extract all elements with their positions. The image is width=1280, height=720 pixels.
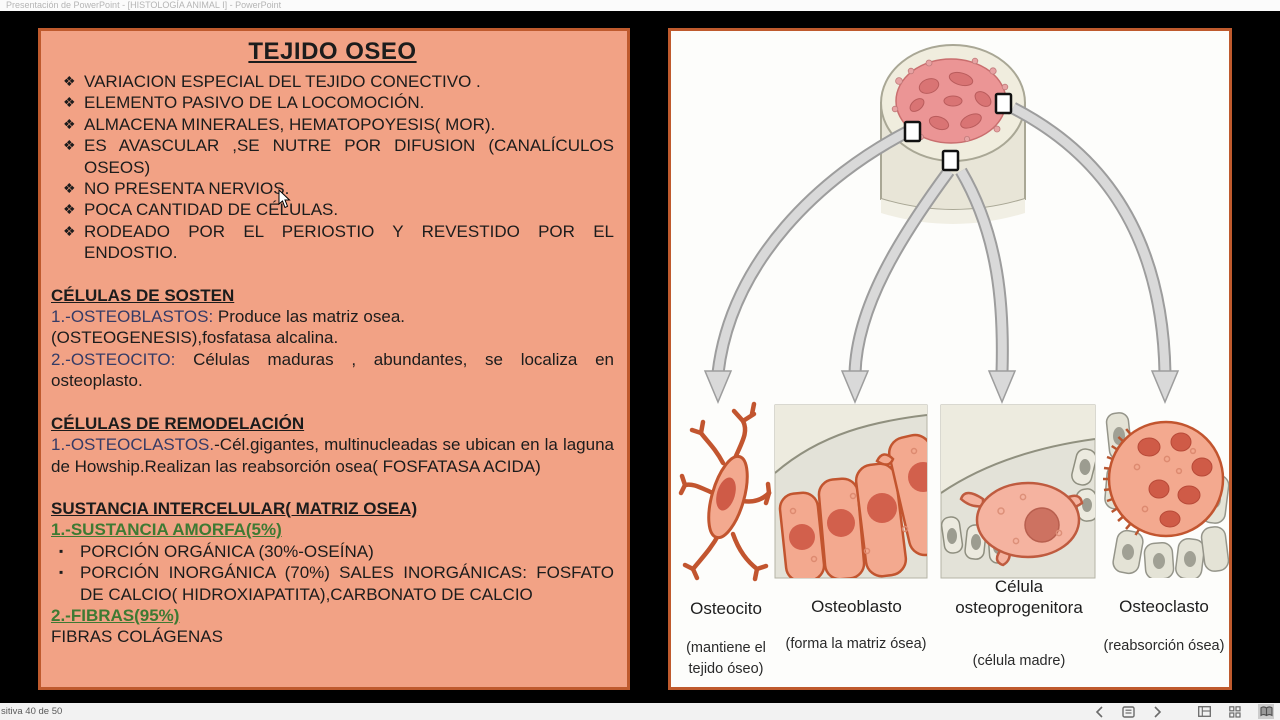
sosten-item-1: 1.-OSTEOBLASTOS: Produce las matriz osea… bbox=[51, 306, 614, 327]
desc-osteoclasto: (reabsorción ósea) bbox=[1103, 638, 1225, 654]
bone-diagram-illustration bbox=[678, 44, 1229, 582]
label-osteoclasto: Osteoclasto bbox=[1119, 597, 1209, 616]
section-heading-remodelacion: CÉLULAS DE REMODELACIÓN bbox=[51, 413, 305, 433]
subheading-fibras: 2.-FIBRAS(95%) bbox=[51, 605, 180, 625]
mouse-cursor bbox=[278, 189, 291, 209]
desc-osteocito: (mantiene el tejido óseo) bbox=[686, 640, 766, 678]
matriz-bullet-item: ▪ PORCIÓN ORGÁNICA (30%-OSEÍNA) bbox=[51, 541, 614, 562]
remodelacion-item-1-text: -Cél.gigantes, multinucleadas se ubican … bbox=[51, 435, 614, 476]
bullet-item: ❖ ALMACENA MINERALES, HEMATOPOYESIS( MOR… bbox=[51, 114, 614, 135]
osteoblasto-panel-illustration bbox=[774, 404, 928, 579]
diamond-bullet-icon: ❖ bbox=[63, 180, 76, 197]
statusbar: sitiva 40 de 50 bbox=[0, 703, 1280, 720]
desc-osteoprogenitora: (célula madre) bbox=[972, 653, 1066, 669]
osteoprogenitora-panel-illustration bbox=[940, 404, 1096, 579]
window-title: Presentación de PowerPoint - [HISTOLOGÍA… bbox=[6, 0, 282, 10]
osteocito-cell-illustration bbox=[678, 401, 772, 582]
slide-text-panel: TEJIDO OSEO ❖ VARIACION ESPECIAL DEL TEJ… bbox=[38, 28, 630, 690]
subheading-sustancia-amorfa: 1.-SUSTANCIA AMORFA(5%) bbox=[51, 520, 282, 540]
label-osteoprogenitora: Célula osteoprogenitora bbox=[955, 577, 1083, 618]
reading-view-icon[interactable] bbox=[1258, 704, 1274, 719]
diamond-bullet-icon: ❖ bbox=[63, 222, 76, 239]
square-bullet-icon: ▪ bbox=[59, 543, 64, 558]
normal-view-icon[interactable] bbox=[1196, 704, 1212, 719]
bullet-text: RODEADO POR EL PERIOSTIO Y REVESTIDO POR… bbox=[84, 221, 614, 263]
section-heading-sosten: CÉLULAS DE SOSTEN bbox=[51, 285, 235, 305]
slide-title: TEJIDO OSEO bbox=[248, 38, 417, 65]
diamond-bullet-icon: ❖ bbox=[63, 201, 76, 218]
sosten-item-1-cont: (OSTEOGENESIS),fosfatasa alcalina. bbox=[51, 328, 339, 348]
desc-osteoblasto: (forma la matriz ósea) bbox=[785, 636, 927, 652]
sosten-item-2: 2.-OSTEOCITO: Células maduras , abundant… bbox=[51, 349, 614, 392]
bullet-item: ❖ NO PRESENTA NERVIOS. bbox=[51, 178, 614, 199]
bullet-item: ❖ VARIACION ESPECIAL DEL TEJIDO CONECTIV… bbox=[51, 71, 614, 92]
osteoclasto-cell-illustration bbox=[1103, 412, 1229, 578]
bullet-text: ES AVASCULAR ,SE NUTRE POR DIFUSION (CAN… bbox=[84, 136, 614, 177]
diamond-bullet-icon: ❖ bbox=[63, 115, 76, 132]
sosten-item-1-text: Produce las matriz osea. bbox=[213, 307, 405, 327]
slide-counter: sitiva 40 de 50 bbox=[1, 706, 63, 717]
term-osteoblastos: 1.-OSTEOBLASTOS: bbox=[51, 307, 214, 327]
bullet-item: ❖ POCA CANTIDAD DE CÉLULAS. bbox=[51, 199, 614, 220]
bullet-text: ALMACENA MINERALES, HEMATOPOYESIS( MOR). bbox=[84, 114, 496, 134]
diamond-bullet-icon: ❖ bbox=[63, 94, 76, 111]
diamond-bullet-icon: ❖ bbox=[63, 73, 76, 89]
term-osteoclastos: 1.-OSTEOCLASTOS. bbox=[51, 435, 215, 455]
next-slide-icon[interactable] bbox=[1149, 704, 1165, 719]
label-osteocito: Osteocito bbox=[690, 599, 762, 618]
matriz-bullet-text: PORCIÓN ORGÁNICA (30%-OSEÍNA) bbox=[80, 541, 374, 561]
slide-diagram-panel: Osteocito Osteoblasto Célula osteoprogen… bbox=[668, 28, 1232, 690]
bullet-text: NO PRESENTA NERVIOS. bbox=[84, 179, 290, 199]
window-titlebar[interactable]: Presentación de PowerPoint - [HISTOLOGÍA… bbox=[0, 0, 1280, 11]
bullet-item: ❖ ELEMENTO PASIVO DE LA LOCOMOCIÓN. bbox=[51, 92, 614, 113]
bone-marker-squares bbox=[903, 92, 1013, 172]
bullet-text: ELEMENTO PASIVO DE LA LOCOMOCIÓN. bbox=[84, 93, 425, 113]
bullet-item: ❖ ES AVASCULAR ,SE NUTRE POR DIFUSION (C… bbox=[51, 135, 614, 178]
square-bullet-icon: ▪ bbox=[59, 565, 64, 580]
matriz-bullet-item: ▪ PORCIÓN INORGÁNICA (70%) SALES INORGÁN… bbox=[51, 562, 614, 605]
diagram-arrows bbox=[703, 102, 1180, 404]
bullet-item: ❖ RODEADO POR EL PERIOSTIO Y REVESTIDO P… bbox=[51, 221, 614, 264]
term-osteocito: 2.-OSTEOCITO: bbox=[51, 349, 176, 369]
bullet-text: POCA CANTIDAD DE CÉLULAS. bbox=[84, 200, 339, 220]
label-osteoblasto: Osteoblasto bbox=[811, 597, 902, 616]
annotation-menu-icon[interactable] bbox=[1120, 704, 1136, 719]
section-heading-matriz: SUSTANCIA INTERCELULAR( MATRIZ OSEA) bbox=[51, 498, 418, 518]
sosten-item-2-text: Células maduras , abundantes, se localiz… bbox=[51, 349, 614, 391]
previous-slide-icon[interactable] bbox=[1091, 704, 1107, 719]
slide-sorter-icon[interactable] bbox=[1227, 704, 1243, 719]
matriz-bullet-text: PORCIÓN INORGÁNICA (70%) SALES INORGÁNIC… bbox=[80, 563, 614, 604]
fibras-text: FIBRAS COLÁGENAS bbox=[51, 627, 223, 647]
diamond-bullet-icon: ❖ bbox=[63, 137, 76, 154]
remodelacion-item-1: 1.-OSTEOCLASTOS.-Cél.gigantes, multinucl… bbox=[51, 434, 614, 477]
presentation-area: TEJIDO OSEO ❖ VARIACION ESPECIAL DEL TEJ… bbox=[0, 11, 1280, 703]
bullet-text: VARIACION ESPECIAL DEL TEJIDO CONECTIVO … bbox=[84, 72, 481, 91]
